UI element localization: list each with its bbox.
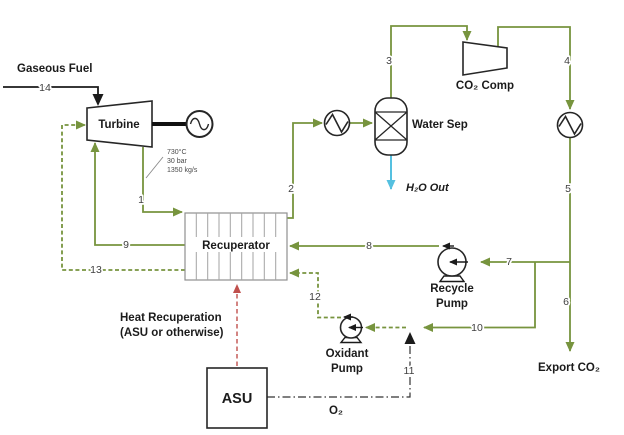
stream-label-13: 13 xyxy=(90,264,102,276)
export-co2-label: Export CO₂ xyxy=(538,362,600,374)
recycle-pump-label-1: Recycle xyxy=(430,283,473,295)
heat-recuperation-label-2: (ASU or otherwise) xyxy=(120,327,224,339)
stream-2-line xyxy=(287,118,323,219)
heat-exchanger-2-zigzag-icon xyxy=(558,114,582,136)
stream-3-line xyxy=(390,25,472,98)
generator-sine-icon xyxy=(189,117,210,131)
generator xyxy=(185,110,214,138)
heat-exchanger-1-zigzag-icon xyxy=(325,112,349,134)
stream-9-line xyxy=(90,142,185,246)
stream-label-2: 2 xyxy=(288,183,294,195)
recuperator-label: Recuperator xyxy=(202,240,270,252)
oxidant-pump-label-2: Pump xyxy=(331,363,363,375)
co2-compressor: CO₂ Comp xyxy=(456,41,514,92)
stream-label-5: 5 xyxy=(565,183,571,195)
oxidant-pump-label-1: Oxidant xyxy=(326,348,369,360)
stream-10-line xyxy=(423,262,536,332)
heat-recuperation-label-1: Heat Recuperation xyxy=(120,312,222,324)
oxidant-pump: Oxidant Pump xyxy=(326,313,369,375)
heat-exchanger-1 xyxy=(323,109,351,137)
recycle-pump-label-2: Pump xyxy=(436,298,468,310)
stream-label-1: 1 xyxy=(138,194,144,206)
stream-1-line xyxy=(142,147,183,217)
gaseous-fuel-label: Gaseous Fuel xyxy=(17,63,92,75)
stream-label-11: 11 xyxy=(404,365,415,377)
stream-4-line xyxy=(497,26,575,110)
water-separator-internals xyxy=(374,111,408,141)
heat-exchanger-2 xyxy=(556,111,584,139)
recuperator-label-bg xyxy=(194,237,278,252)
recycle-pump-stand xyxy=(438,275,466,283)
water-separator-label: Water Sep xyxy=(412,119,468,131)
asu-label: ASU xyxy=(222,391,253,407)
stream-label-4: 4 xyxy=(564,55,570,67)
stream-12-line xyxy=(289,268,341,319)
o2-label: O₂ xyxy=(329,405,343,417)
annotation-leader-line xyxy=(145,156,164,179)
asu-body xyxy=(206,367,268,429)
stream-label-10: 10 xyxy=(471,322,483,334)
stream-label-3: 3 xyxy=(386,55,392,67)
stream-label-14: 14 xyxy=(39,82,51,94)
recycle-pump: Recycle Pump xyxy=(430,242,474,310)
water-separator: Water Sep xyxy=(374,97,468,156)
turbine-label: Turbine xyxy=(98,119,139,131)
annotation-flow: 1350 kg/s xyxy=(167,167,198,174)
recuperator: Recuperator xyxy=(184,212,288,281)
stream-13-line xyxy=(61,120,185,271)
h2o-out-label: H₂O Out xyxy=(406,182,450,194)
stream-14-fuel-line xyxy=(3,86,104,106)
co2-compressor-label: CO₂ Comp xyxy=(456,80,514,92)
stream-label-9: 9 xyxy=(123,239,129,251)
annotation-pressure: 30 bar xyxy=(167,158,188,165)
turbine-body xyxy=(86,100,153,148)
stream-label-6: 6 xyxy=(563,296,569,308)
o2-stream-11-line xyxy=(267,332,416,398)
turbine-outlet-annotation: 730°C 30 bar 1350 kg/s xyxy=(145,148,198,179)
asu-unit: ASU xyxy=(206,367,268,429)
annotation-temp: 730°C xyxy=(167,148,187,156)
stream-label-12: 12 xyxy=(309,291,321,303)
stream-label-8: 8 xyxy=(366,240,372,252)
stream-label-7: 7 xyxy=(506,256,512,268)
turbine: Turbine xyxy=(86,100,153,148)
co2-compressor-body xyxy=(462,41,508,76)
